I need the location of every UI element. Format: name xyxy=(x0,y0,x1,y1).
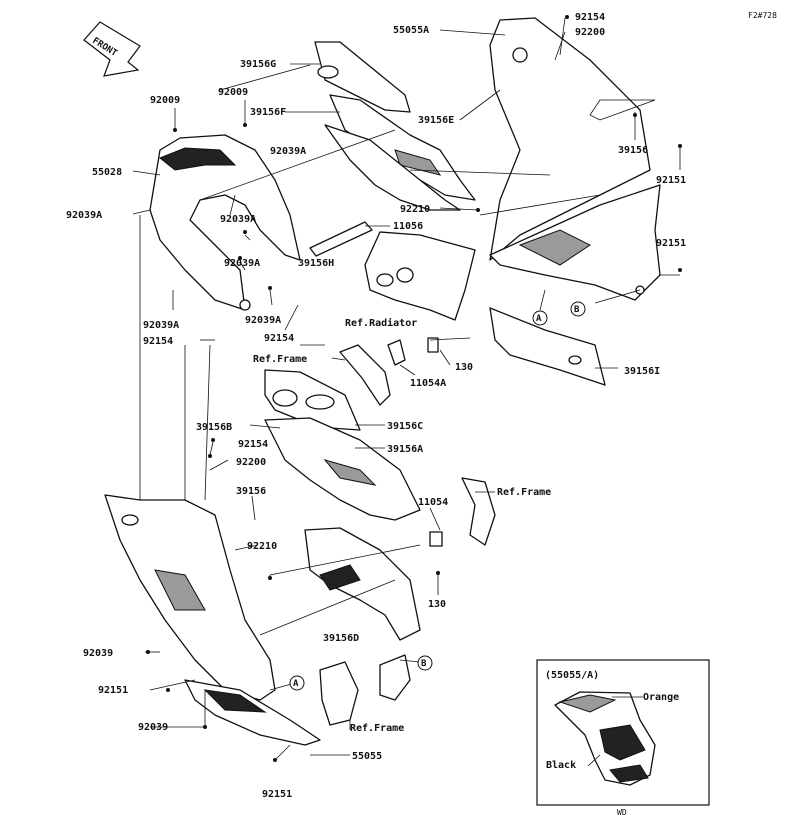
svg-text:A: A xyxy=(536,314,542,324)
svg-text:B: B xyxy=(421,659,427,669)
label-92039A-1: 92039A xyxy=(270,146,306,157)
svg-text:B: B xyxy=(574,305,580,315)
inset-color-variant: (55055/A) Orange Black WD xyxy=(536,659,710,817)
label-39156I: 39156I xyxy=(624,366,660,377)
inner-panel-39156B-A xyxy=(264,417,421,521)
frame-bracket-right xyxy=(429,477,496,547)
label-11054: 11054 xyxy=(418,497,448,508)
inset-footer: WD xyxy=(617,808,627,817)
label-11054A: 11054A xyxy=(410,378,446,389)
label-92039A-6: 92039A xyxy=(143,320,179,331)
label-92154-top: 92154 xyxy=(575,12,605,23)
radiator-bracket xyxy=(339,337,439,406)
fastener-dots xyxy=(146,15,682,762)
label-39156F: 39156F xyxy=(250,107,286,118)
label-92039-a: 92039 xyxy=(83,648,113,659)
label-92200-b: 92200 xyxy=(236,457,266,468)
callout-b-top: B xyxy=(570,301,586,317)
label-130-top: 130 xyxy=(455,362,473,373)
label-39156-right: 39156 xyxy=(618,145,648,156)
svg-text:A: A xyxy=(293,679,299,689)
label-92009-b: 92009 xyxy=(218,87,248,98)
label-39156H: 39156H xyxy=(298,258,334,269)
lower-cowl-left xyxy=(104,494,321,746)
inset-title: (55055/A) xyxy=(545,670,599,681)
label-92200-top: 92200 xyxy=(575,27,605,38)
ref-frame-3: Ref.Frame xyxy=(350,723,404,734)
label-92039A-5: 92039A xyxy=(245,315,281,326)
callout-a-top: A xyxy=(532,310,548,326)
diagram-code: F2#728 xyxy=(748,11,777,20)
callout-a-bottom: A xyxy=(289,675,305,691)
leader-lines xyxy=(132,17,681,761)
ref-frame-2: Ref.Frame xyxy=(497,487,551,498)
inner-panel-39156I xyxy=(489,307,606,386)
inner-panel-39156H xyxy=(364,231,476,321)
label-92151-r1: 92151 xyxy=(656,175,686,186)
frame-bracket-bottom xyxy=(319,654,411,726)
label-92210-top: 92210 xyxy=(400,204,430,215)
label-39156D: 39156D xyxy=(323,633,359,644)
label-39156A: 39156A xyxy=(387,444,423,455)
inner-panel-39156C xyxy=(264,369,361,431)
inset-black-label: Black xyxy=(546,760,576,771)
label-11056: 11056 xyxy=(393,221,423,232)
label-92009-a: 92009 xyxy=(150,95,180,106)
label-55055A: 55055A xyxy=(393,25,429,36)
label-55028: 55028 xyxy=(92,167,122,178)
label-92210-b: 92210 xyxy=(247,541,277,552)
label-92154-mid: 92154 xyxy=(264,333,294,344)
upper-cowl-right xyxy=(489,17,661,301)
ref-frame-1: Ref.Frame xyxy=(253,354,307,365)
inner-panel-39156G xyxy=(314,41,411,113)
inner-panel-39156E xyxy=(324,124,461,211)
label-92151-b1: 92151 xyxy=(98,685,128,696)
label-39156C: 39156C xyxy=(387,421,423,432)
label-92039A-4: 92039A xyxy=(224,258,260,269)
label-39156G: 39156G xyxy=(240,59,276,70)
label-92151-b2: 92151 xyxy=(262,789,292,800)
bracket-11056 xyxy=(309,221,373,257)
inset-orange-label: Orange xyxy=(643,692,679,703)
label-92154-left: 92154 xyxy=(143,336,173,347)
label-39156E: 39156E xyxy=(418,115,454,126)
label-55055: 55055 xyxy=(352,751,382,762)
callout-b-bottom: B xyxy=(417,655,433,671)
label-92154-b: 92154 xyxy=(238,439,268,450)
label-92039A-2: 92039A xyxy=(66,210,102,221)
ref-radiator: Ref.Radiator xyxy=(345,317,417,329)
label-39156-left: 39156 xyxy=(236,486,266,497)
inner-cowl-55028 xyxy=(149,134,301,311)
label-92151-r2: 92151 xyxy=(656,238,686,249)
label-92039A-3: 92039A xyxy=(220,214,256,225)
front-arrow-icon: FRONT xyxy=(83,21,141,77)
label-92039-b: 92039 xyxy=(138,722,168,733)
label-130-b: 130 xyxy=(428,599,446,610)
label-39156B: 39156B xyxy=(196,422,232,433)
inner-panel-39156D xyxy=(304,527,421,641)
